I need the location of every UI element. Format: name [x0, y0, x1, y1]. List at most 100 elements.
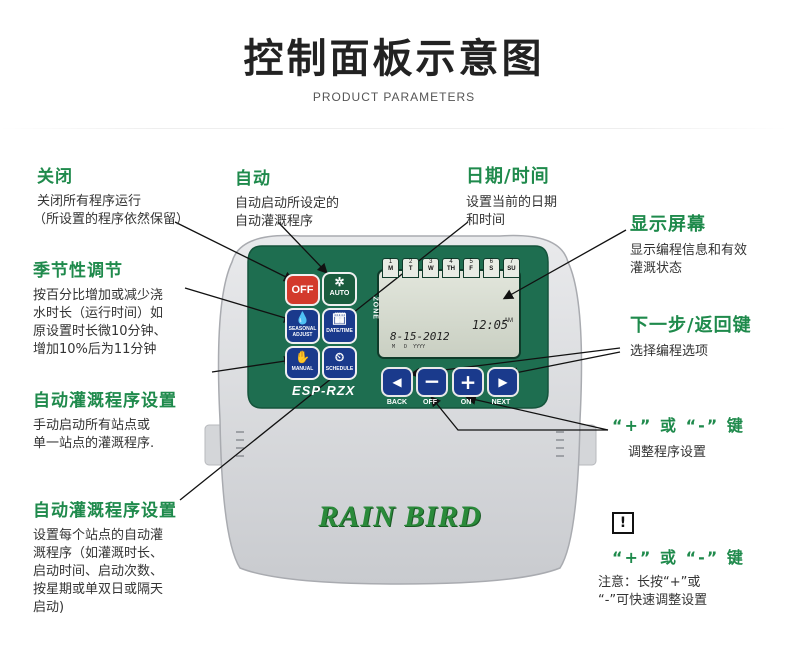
callout-datetime-line: 设置当前的日期 [466, 195, 558, 210]
callout-off: 关闭 关闭所有程序运行 （所设置的程序依然保留） [33, 162, 237, 229]
callout-nextback: 下一步/返回键 选择编程选项 [630, 311, 785, 361]
schedule-button[interactable]: ⏲ SCHEDULE [324, 348, 355, 378]
callout-plusminus-title: “+” 或 “-” 键 [612, 416, 745, 435]
callout-seasonal-line: 水时长（运行时间）如 [33, 306, 164, 321]
leader-plus [465, 394, 609, 431]
water-drop-icon: 💧 [295, 311, 310, 325]
callout-schedule-line: 溉程序（如灌溉时长、 [33, 546, 164, 561]
seasonal-button-label: SEASONAL ADJUST [288, 326, 317, 338]
callout-schedule: 自动灌溉程序设置 设置每个站点的自动灌 溉程序（如灌溉时长、 启动时间、启动次数… [33, 496, 218, 617]
exclamation-icon: ! [612, 512, 634, 534]
leader-auto [277, 221, 328, 274]
minus-label: OFF [423, 399, 437, 406]
timer-icon: ⏲ [334, 350, 345, 364]
minus-button[interactable]: − [416, 367, 448, 397]
back-label: BACK [386, 399, 408, 406]
model-label: ESP-RZX [292, 383, 356, 398]
schedule-button-label: SCHEDULE [325, 366, 354, 372]
calendar-clock-icon: 🗓 [331, 312, 348, 326]
callout-datetime: 日期/时间 设置当前的日期 和时间 [466, 162, 606, 230]
off-button[interactable]: OFF [287, 276, 318, 304]
hand-icon: ✋ [295, 350, 310, 364]
callout-schedule-line: 按星期或单双日或隔天 [33, 582, 164, 597]
seasonal-adjust-button[interactable]: 💧 SEASONAL ADJUST [287, 310, 318, 342]
auto-button[interactable]: ✲ AUTO [324, 274, 355, 304]
callout-note: ! “+” 或 “-” 键 注意：长按“+”或 “-”可快速调整设置 [598, 512, 778, 610]
leader-manual [211, 356, 295, 373]
callout-note-line: “-”可快速调整设置 [598, 593, 708, 608]
callout-manual-line: 单一站点的灌溉程序. [33, 436, 155, 451]
next-label: NEXT [491, 399, 511, 406]
callout-off-line: 关闭所有程序运行 [37, 194, 142, 209]
next-button[interactable]: ▶ [487, 367, 519, 397]
next-icon: ▶ [498, 375, 508, 389]
callout-schedule-line: 设置每个站点的自动灌 [33, 528, 164, 543]
off-button-label: OFF [291, 284, 314, 296]
callout-manual-title: 自动灌溉程序设置 [33, 391, 177, 411]
leader-nextback-2 [507, 351, 621, 378]
zone-label: ZONE [371, 296, 379, 320]
date-time-button[interactable]: 🗓 DATE/TIME [324, 310, 355, 342]
minus-icon: − [423, 369, 441, 393]
manual-button-label: MANUAL [291, 366, 314, 372]
callout-note-title: “+” 或 “-” 键 [612, 548, 745, 567]
callout-display-line: 显示编程信息和有效 [630, 243, 748, 258]
brand-logo: RAIN BIRD [318, 500, 482, 533]
callout-seasonal-line: 按百分比增加或减少浇 [33, 288, 164, 303]
header-divider [0, 128, 788, 129]
callout-nextback-line: 选择编程选项 [630, 344, 709, 359]
callout-seasonal: 季节性调节 按百分比增加或减少浇 水时长（运行时间）如 原设置时长微10分钟、 … [33, 256, 208, 359]
leader-schedule [179, 368, 345, 501]
callout-nextback-title: 下一步/返回键 [630, 315, 752, 336]
callout-manual: 自动灌溉程序设置 手动启动所有站点或 单一站点的灌溉程序. [33, 386, 218, 453]
page-subtitle: PRODUCT PARAMETERS [312, 90, 476, 104]
callout-off-title: 关闭 [37, 167, 73, 187]
lcd-date: 8-15-2012 [390, 330, 450, 343]
back-button[interactable]: ◀ [381, 367, 413, 397]
leader-display [502, 229, 627, 300]
callout-display-title: 显示屏幕 [630, 214, 706, 235]
lcd-ampm: AM [504, 318, 513, 324]
back-icon: ◀ [392, 375, 402, 389]
plus-button[interactable]: + [452, 367, 484, 397]
vent-slots-left [236, 431, 244, 457]
callout-auto: 自动 自动启动所设定的 自动灌溉程序 [235, 164, 395, 231]
callout-schedule-title: 自动灌溉程序设置 [33, 501, 177, 521]
callout-auto-line: 自动启动所设定的 [235, 196, 340, 211]
plus-icon: + [459, 370, 477, 394]
leader-off [174, 221, 295, 282]
callout-manual-line: 手动启动所有站点或 [33, 418, 151, 433]
callout-seasonal-line: 原设置时长微10分钟、 [33, 324, 167, 339]
leader-seasonal [184, 287, 295, 323]
callout-plusminus-line: 调整程序设置 [628, 445, 707, 460]
lcd-time: 12:05 [472, 318, 509, 332]
lcd-date-fields: M D YYYY [392, 344, 426, 350]
manual-button[interactable]: ✋ MANUAL [287, 348, 318, 378]
callout-seasonal-title: 季节性调节 [33, 261, 123, 281]
callout-auto-line: 自动灌溉程序 [235, 214, 314, 229]
callout-display-line: 灌溉状态 [630, 261, 683, 276]
callout-schedule-line: 启动时间、启动次数、 [33, 564, 164, 579]
callout-note-line: 注意：长按“+”或 [598, 575, 701, 590]
page-title: 控制面板示意图 [243, 36, 545, 82]
sprinkler-icon: ✲ [334, 275, 345, 289]
datetime-button-label: DATE/TIME [326, 328, 353, 334]
callout-display: 显示屏幕 显示编程信息和有效 灌溉状态 [630, 210, 780, 278]
callout-plusminus: “+” 或 “-” 键 调整程序设置 [612, 412, 782, 462]
callout-datetime-title: 日期/时间 [466, 166, 550, 187]
vent-slots-right [556, 431, 564, 457]
callout-auto-title: 自动 [235, 169, 271, 189]
callout-off-line: （所设置的程序依然保留） [33, 212, 190, 227]
leader-minus [430, 395, 608, 431]
plus-label: ON [460, 399, 472, 406]
callout-seasonal-line: 增加10%后为11分钟 [33, 342, 157, 357]
